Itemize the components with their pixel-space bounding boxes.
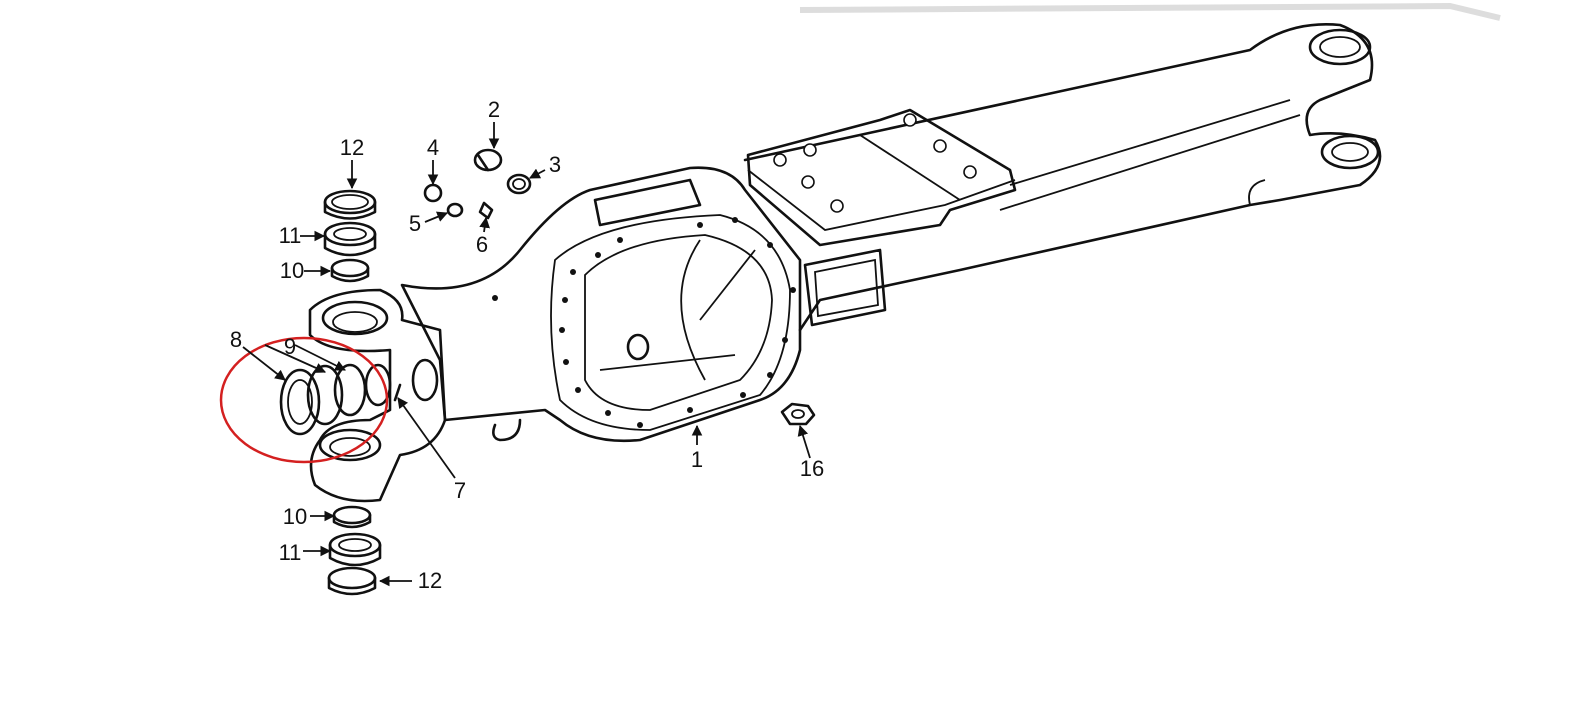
axle-housing [308, 23, 1382, 503]
callout-16: 16 [799, 456, 825, 481]
leader-lines [242, 122, 811, 587]
seal-stack-parts-8-9 [279, 363, 402, 436]
highlight-circle [219, 336, 389, 464]
callout-11-bottom: 11 [278, 540, 302, 565]
callout-10-top: 10 [279, 258, 305, 283]
callout-11-top: 11 [278, 223, 302, 248]
callout-6: 6 [475, 232, 489, 257]
callout-5: 5 [408, 211, 422, 236]
callout-12-bottom: 12 [417, 568, 443, 593]
callout-10-bottom: 10 [282, 504, 308, 529]
small-parts [323, 148, 816, 596]
callout-1: 1 [690, 447, 704, 472]
scan-edge [799, 2, 1501, 21]
callout-12-top: 12 [339, 135, 365, 160]
callout-9: 9 [283, 334, 297, 359]
callout-8: 8 [229, 327, 243, 352]
callout-3: 3 [548, 152, 562, 177]
callout-7: 7 [453, 478, 467, 503]
callout-4: 4 [426, 135, 440, 160]
callout-2: 2 [487, 97, 501, 122]
